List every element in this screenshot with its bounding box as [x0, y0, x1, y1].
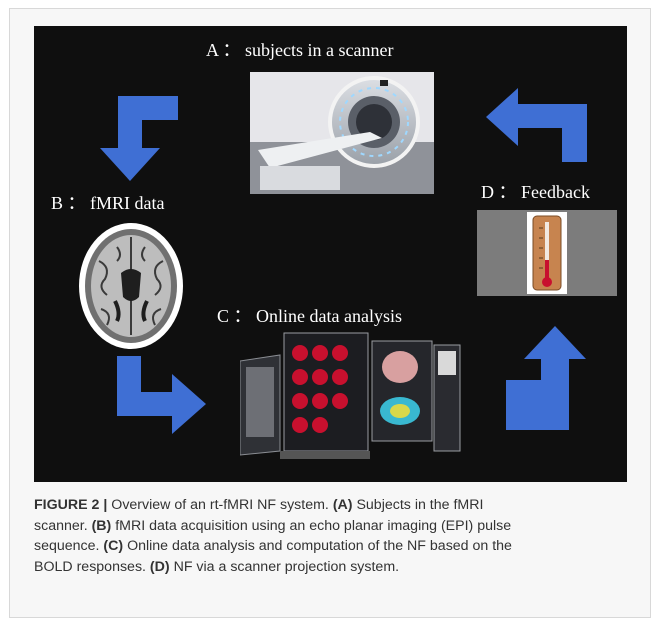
arrow-c-to-d: [506, 326, 586, 430]
label-fmri-data: B ： fMRI data: [51, 193, 165, 213]
arrow-a-to-b: [100, 96, 178, 181]
label-online-data-analysis: C ： Online data analysis: [217, 306, 402, 326]
workstation-image: [240, 332, 461, 459]
figure-panel: A ： subjects in a scanner B ： fMRI data …: [34, 26, 627, 482]
caption-line-3: sequence. (C) Online data analysis and c…: [34, 538, 512, 555]
arrow-d-to-a: [486, 88, 587, 162]
figure-number: FIGURE 2 |: [34, 497, 108, 513]
label-feedback: D ： Feedback: [481, 182, 590, 202]
caption-line-1: FIGURE 2 | Overview of an rt-fMRI NF sys…: [34, 497, 484, 513]
label-subjects-in-scanner: A ： subjects in a scanner: [206, 40, 394, 60]
figure-caption: FIGURE 2 | Overview of an rt-fMRI NF sys…: [34, 495, 634, 577]
arrow-b-to-c: [117, 356, 206, 434]
thermometer-feedback-image: [477, 210, 617, 296]
caption-line-2: scanner. (B) fMRI data acquisition using…: [34, 517, 512, 534]
mri-scanner-image: [250, 72, 434, 194]
caption-line-4: BOLD responses. (D) NF via a scanner pro…: [34, 558, 400, 575]
brain-mri-image: [79, 223, 183, 349]
